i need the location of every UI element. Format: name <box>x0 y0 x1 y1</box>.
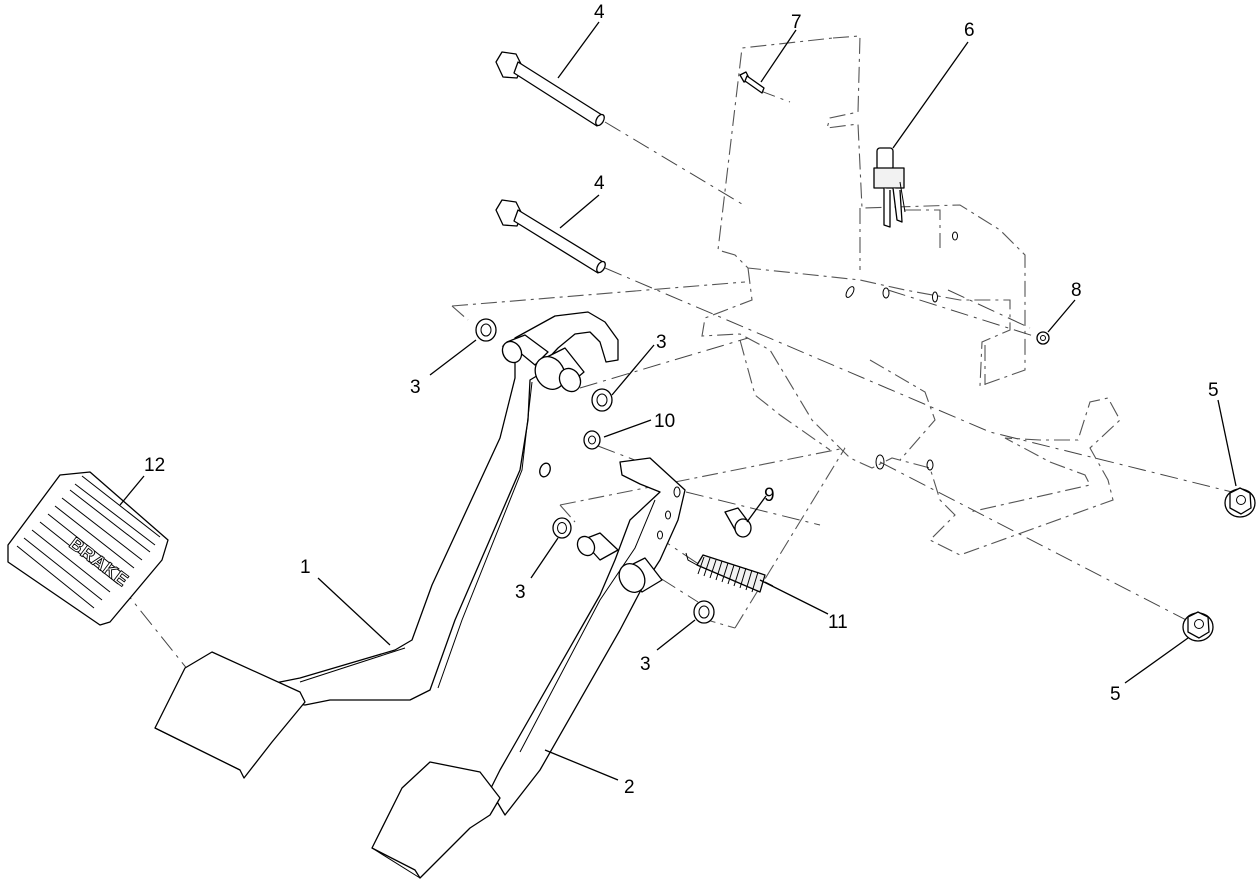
callout-3-bottom-left: 3 <box>515 582 526 603</box>
callout-leaders <box>119 21 1237 781</box>
washer-10 <box>583 430 601 450</box>
callout-4-top: 4 <box>594 2 605 23</box>
bushing-3b <box>591 388 613 412</box>
callout-5-top: 5 <box>1208 380 1219 401</box>
bushing-3c <box>552 517 572 539</box>
screw-7 <box>739 71 765 94</box>
callout-labels: 1 2 3 3 3 3 4 4 5 5 6 7 8 9 10 11 12 <box>144 2 1219 798</box>
callout-1: 1 <box>300 557 311 578</box>
mounting-bracket-phantom <box>451 35 1121 629</box>
pedal-2-bushing <box>576 532 663 593</box>
callout-3-bottom-right: 3 <box>640 654 651 675</box>
nut-8 <box>1036 331 1050 345</box>
callout-2: 2 <box>624 777 635 798</box>
pedal-1-bushing <box>501 334 585 393</box>
callout-3-top-right: 3 <box>656 332 667 353</box>
callout-5-bottom: 5 <box>1110 684 1121 705</box>
assembly-centerlines <box>119 89 1233 701</box>
callout-10: 10 <box>654 411 675 432</box>
pedal-arm-2 <box>489 457 686 816</box>
bolt-lower <box>495 199 606 274</box>
flange-nut-upper <box>1224 487 1256 518</box>
bushing-3a <box>475 318 497 342</box>
shoulder-bolt-9 <box>724 507 752 538</box>
bolt-upper <box>495 51 605 127</box>
brake-switch <box>873 147 906 228</box>
callout-12: 12 <box>144 455 165 476</box>
brake-pedal-arm <box>269 311 619 706</box>
callout-6: 6 <box>964 20 975 41</box>
flange-nut-lower <box>1182 611 1214 642</box>
callout-11: 11 <box>828 612 848 633</box>
callout-4-bottom: 4 <box>594 173 605 194</box>
spring-11 <box>685 552 774 593</box>
callout-3-top-left: 3 <box>410 377 421 398</box>
callout-9: 9 <box>764 485 775 506</box>
callout-7: 7 <box>791 12 802 33</box>
brake-pedal-pad: BRAKE <box>7 471 169 626</box>
pedal-2-foot <box>371 761 501 879</box>
brake-pedal-foot <box>154 651 306 779</box>
callout-8: 8 <box>1071 280 1082 301</box>
bushing-3d <box>693 600 715 624</box>
